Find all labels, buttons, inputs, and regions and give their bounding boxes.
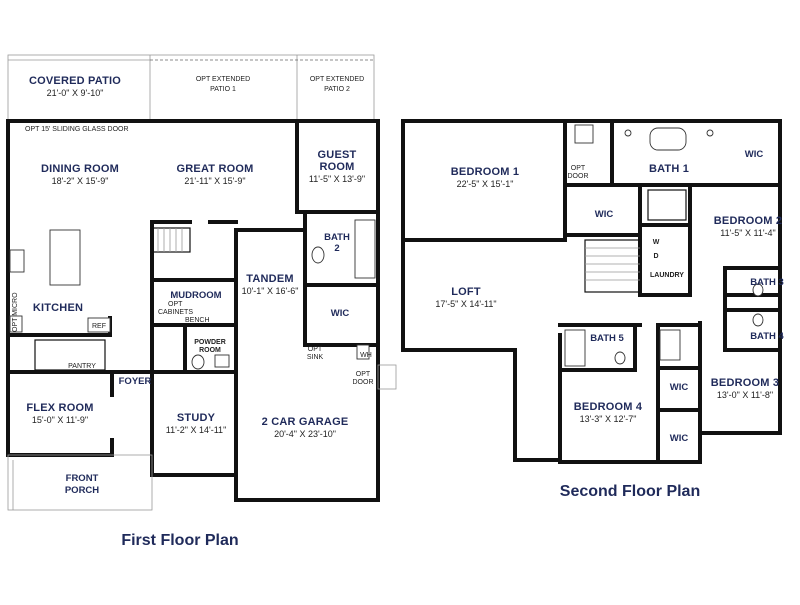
covered-patio-dim: 21'-0" X 9'-10": [47, 88, 104, 98]
bedroom-2-label: BEDROOM 2: [714, 215, 782, 227]
wic-master-label: WIC: [745, 149, 764, 160]
wic-b1-label: WIC: [595, 209, 614, 220]
bath-1-label: BATH 1: [649, 163, 689, 175]
covered-patio-label: COVERED PATIO: [29, 75, 121, 87]
opt-patio-2-label: OPT EXTENDED: [310, 76, 364, 83]
opt-patio-1-label-2: PATIO 1: [210, 86, 236, 93]
pantry-label: PANTRY: [68, 363, 96, 370]
wic-label: WIC: [331, 308, 350, 319]
mudroom-note-1: OPT: [168, 301, 183, 308]
bath-5-label: BATH 5: [590, 333, 624, 344]
second-floor-labels: BEDROOM 1 22'-5" X 15'-1" BATH 1 WIC OPT…: [435, 149, 784, 500]
garage-label: 2 CAR GARAGE: [262, 416, 349, 428]
sliding-door-note: OPT 15' SLIDING GLASS DOOR: [25, 126, 129, 133]
powder-room-label-2: ROOM: [199, 347, 221, 354]
bedroom-4-dim: 13'-3" X 12'-7": [580, 414, 637, 424]
first-floor-walls: [6, 119, 380, 502]
bedroom-2-dim: 11'-5" X 11'-4": [720, 228, 776, 238]
laundry-d-label: D: [653, 253, 658, 260]
guest-room-dim: 11'-5" X 13'-9": [309, 174, 365, 184]
bedroom-1-label: BEDROOM 1: [451, 166, 519, 178]
dining-room-label: DINING ROOM: [41, 163, 119, 175]
second-floor-plan: BEDROOM 1 22'-5" X 15'-1" BATH 1 WIC OPT…: [401, 119, 785, 500]
ref-label: REF: [92, 323, 106, 330]
bedroom-3-label: BEDROOM 3: [711, 377, 779, 389]
bedroom-4-label: BEDROOM 4: [574, 401, 643, 413]
first-floor-title: First Floor Plan: [121, 532, 238, 549]
flex-room-dim: 15'-0" X 11'-9": [32, 415, 88, 425]
kitchen-fixtures: [9, 229, 111, 371]
bath-1-fixtures: [574, 124, 714, 221]
opt-patio-2-label-2: PATIO 2: [324, 86, 350, 93]
opt-door-2-label: OPT: [571, 165, 586, 172]
second-floor-stairs: [584, 239, 641, 293]
front-porch-label: FRONT: [66, 473, 99, 484]
wh-label: WH: [360, 352, 372, 359]
opt-door-label: OPT: [356, 371, 371, 378]
opt-door-2-label-2: DOOR: [568, 173, 589, 180]
study-label: STUDY: [177, 412, 216, 424]
mudroom-label: MUDROOM: [170, 290, 221, 301]
great-room-dim: 21'-11" X 15'-9": [184, 176, 245, 186]
front-porch-label-2: PORCH: [65, 485, 99, 496]
flex-room-label: FLEX ROOM: [26, 402, 93, 414]
loft-label: LOFT: [451, 286, 481, 298]
bedroom-1-dim: 22'-5" X 15'-1": [457, 179, 514, 189]
guest-room-label-2: ROOM: [319, 161, 354, 173]
opt-patio-1-label: OPT EXTENDED: [196, 76, 250, 83]
tandem-dim: 10'-1" X 16'-6": [242, 286, 299, 296]
second-floor-walls: [401, 119, 782, 464]
bath-2-label: BATH: [324, 232, 350, 243]
first-floor-stairs: [151, 227, 191, 253]
opt-sink-label-2: SINK: [307, 354, 324, 361]
powder-room-label: POWDER: [194, 339, 226, 346]
mudroom-note-2: CABINETS: [158, 309, 193, 316]
kitchen-label: KITCHEN: [33, 302, 83, 314]
first-floor-labels: COVERED PATIO 21'-0" X 9'-10" OPT EXTEND…: [12, 75, 374, 549]
bath-2-label-2: 2: [334, 243, 339, 254]
bath-2-fixtures: [311, 219, 376, 360]
tandem-label: TANDEM: [246, 273, 293, 285]
dining-room-dim: 18'-2" X 15'-9": [52, 176, 109, 186]
great-room-label: GREAT ROOM: [177, 163, 254, 175]
garage-dim: 20'-4" X 23'-10": [274, 429, 336, 439]
front-porch-area: [7, 454, 153, 511]
powder-fixtures: [191, 354, 230, 370]
foyer-label: FOYER: [119, 376, 152, 387]
first-floor-plan: COVERED PATIO 21'-0" X 9'-10" OPT EXTEND…: [6, 54, 397, 549]
bath-3-label: BATH 3: [750, 277, 784, 288]
bath-4-label: BATH 4: [750, 331, 784, 342]
guest-room-label: GUEST: [318, 149, 357, 161]
bedroom-3-dim: 13'-0" X 11'-8": [717, 390, 773, 400]
loft-dim: 17'-5" X 14'-11": [435, 299, 496, 309]
wic-b3-label: WIC: [670, 382, 689, 393]
second-floor-title: Second Floor Plan: [560, 483, 700, 500]
garage-details: [377, 364, 397, 390]
opt-micro-label: OPT MICRO: [12, 292, 19, 332]
laundry-w-label: W: [653, 239, 660, 246]
opt-sink-label: OPT: [308, 346, 323, 353]
wic-b4-label: WIC: [670, 433, 689, 444]
laundry-label: LAUNDRY: [650, 272, 684, 279]
mudroom-note-3: BENCH: [185, 317, 210, 324]
study-dim: 11'-2" X 14'-11": [166, 425, 227, 435]
opt-door-label-2: DOOR: [353, 379, 374, 386]
secondary-bath-fixtures: [564, 283, 764, 367]
